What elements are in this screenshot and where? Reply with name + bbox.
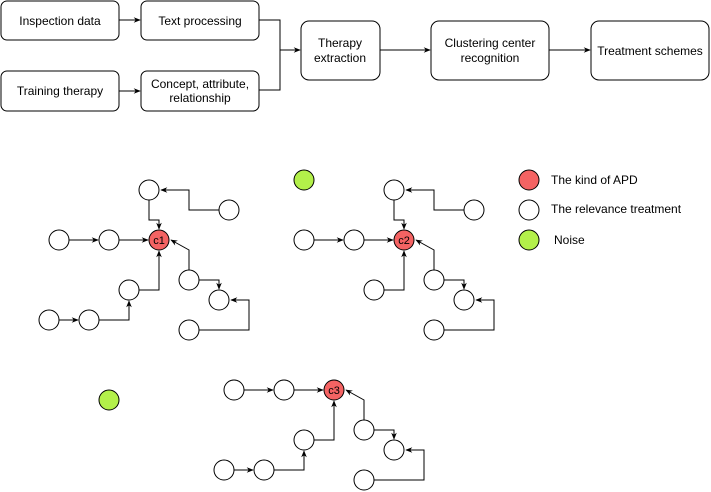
treatment-schemes-box xyxy=(590,20,710,81)
treatment-node xyxy=(118,279,140,301)
treatment-node xyxy=(138,179,160,201)
apd-node-c1 xyxy=(148,229,170,251)
treatment-node xyxy=(343,229,365,251)
cluster-c3: c3 xyxy=(213,379,425,491)
treatment-node xyxy=(218,199,240,221)
edge-c1 xyxy=(199,279,222,290)
flowchart: Inspection data Text processing Training… xyxy=(0,0,710,112)
edge-c1 xyxy=(170,239,190,270)
treatment-node xyxy=(463,199,485,221)
edge-c1 xyxy=(139,250,162,291)
edge-c1 xyxy=(160,187,219,211)
cluster-c2: c2 xyxy=(293,179,495,341)
edge-c2 xyxy=(393,200,407,230)
edge-c1 xyxy=(148,200,162,230)
treatment-node xyxy=(38,309,60,331)
edge-c2 xyxy=(405,187,464,211)
treatment-node xyxy=(178,319,200,341)
treatment-schemes-label: Treatment schemes xyxy=(597,44,703,58)
treatment-node xyxy=(423,319,445,341)
legend-relevance-swatch xyxy=(518,199,540,221)
treatment-node xyxy=(98,229,120,251)
treatment-node xyxy=(383,179,405,201)
merge-bracket xyxy=(259,19,281,91)
edge-c3 xyxy=(274,450,307,471)
edge-c1 xyxy=(199,297,250,331)
edge-c3 xyxy=(314,400,337,441)
treatment-node xyxy=(213,459,235,481)
apd-node-c2-label: c2 xyxy=(398,235,410,247)
apd-node-c2 xyxy=(393,229,415,251)
apd-node-c1-label: c1 xyxy=(153,235,165,247)
edge-c3 xyxy=(345,389,365,420)
legend-noise-label: Noise xyxy=(554,233,585,247)
treatment-node xyxy=(273,379,295,401)
edge-c3 xyxy=(374,429,397,440)
treatment-node xyxy=(78,309,100,331)
treatment-node xyxy=(208,289,230,311)
treatment-node xyxy=(178,269,200,291)
treatment-node xyxy=(293,229,315,251)
edge-c3 xyxy=(374,447,425,481)
inspection-data-label: Inspection data xyxy=(19,14,101,28)
edge-c2 xyxy=(415,239,435,270)
treatment-node xyxy=(423,269,445,291)
legend-relevance-label: The relevance treatment xyxy=(551,202,682,216)
apd-node-c3-label: c3 xyxy=(328,385,340,397)
legend-noise-swatch xyxy=(518,229,540,251)
treatment-node xyxy=(383,439,405,461)
noise-node xyxy=(293,169,315,191)
concept-attribute-box xyxy=(140,70,260,112)
legend-apd-label: The kind of APD xyxy=(551,173,638,187)
noise-node xyxy=(98,389,120,411)
treatment-node xyxy=(363,279,385,301)
therapy-extraction-label-line2: extraction xyxy=(314,51,366,65)
apd-node-c3 xyxy=(323,379,345,401)
treatment-node xyxy=(253,459,275,481)
treatment-node xyxy=(353,469,375,491)
training-therapy-label: Training therapy xyxy=(17,84,103,98)
clustering-center-label-line1: Clustering center xyxy=(445,36,536,50)
treatment-node xyxy=(293,429,315,451)
edge-c2 xyxy=(444,279,467,290)
treatment-node xyxy=(353,419,375,441)
legend: The kind of APD The relevance treatment … xyxy=(518,169,682,251)
clustering-center-label-line2: recognition xyxy=(461,51,520,65)
text-processing-label: Text processing xyxy=(158,14,241,28)
treatment-node xyxy=(223,379,245,401)
edge-c2 xyxy=(384,250,407,291)
therapy-extraction-label-line1: Therapy xyxy=(318,36,362,50)
treatment-node xyxy=(453,289,475,311)
legend-apd-swatch xyxy=(518,169,540,191)
concept-attribute-label-line1: Concept, attribute, xyxy=(151,77,249,91)
edge-c2 xyxy=(444,297,495,331)
cluster-c1: c1 xyxy=(38,179,250,341)
edge-c1 xyxy=(99,300,132,321)
treatment-node xyxy=(48,229,70,251)
concept-attribute-label-line2: relationship xyxy=(169,91,231,105)
